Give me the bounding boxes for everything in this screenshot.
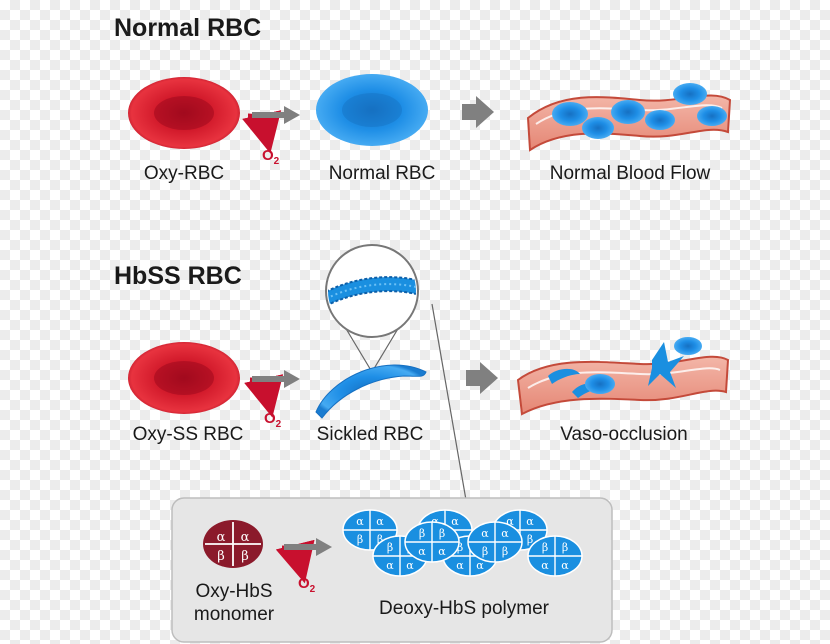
polymer-label: Deoxy-HbS polymer	[379, 598, 550, 619]
block-arrow-icon	[462, 96, 494, 128]
svg-text:β: β	[542, 541, 548, 554]
zoom-connector	[431, 303, 467, 501]
o2-subscript: 2	[276, 419, 282, 430]
monomer-label-line1: Oxy-HbS	[195, 581, 272, 602]
svg-text:β: β	[527, 533, 533, 546]
svg-text:α: α	[506, 515, 514, 528]
oxy-rbc-label: Oxy-RBC	[144, 163, 224, 184]
svg-text:α: α	[501, 527, 509, 540]
svg-text:α: α	[438, 545, 446, 558]
polymer-fiber-zoom	[325, 244, 419, 373]
normal-blood-flow-vessel	[526, 83, 732, 152]
svg-text:α: α	[241, 530, 250, 545]
svg-text:O2: O2	[262, 147, 280, 167]
svg-text:α: α	[476, 559, 484, 572]
svg-text:O2: O2	[264, 410, 282, 430]
svg-text:α: α	[526, 515, 534, 528]
block-arrow-icon	[466, 362, 498, 394]
svg-text:α: α	[561, 559, 569, 572]
svg-text:O2: O2	[298, 575, 316, 595]
svg-text:β: β	[482, 545, 488, 558]
o2-subscript: 2	[274, 156, 280, 167]
hbss-rbc-title: HbSS RBC	[114, 262, 242, 290]
o2-label: O	[262, 147, 274, 164]
sickled-rbc-cell	[315, 364, 427, 419]
svg-text:β: β	[439, 527, 445, 540]
svg-text:β: β	[357, 533, 363, 546]
svg-text:α: α	[481, 527, 489, 540]
oxy-ss-rbc-label: Oxy-SS RBC	[133, 424, 244, 445]
svg-text:α: α	[386, 559, 394, 572]
svg-text:β: β	[377, 533, 383, 546]
svg-text:α: α	[456, 559, 464, 572]
svg-text:β: β	[457, 541, 463, 554]
svg-text:β: β	[419, 527, 425, 540]
svg-text:β: β	[217, 549, 225, 564]
svg-text:α: α	[541, 559, 549, 572]
svg-text:α: α	[217, 530, 226, 545]
deoxy-hbs-polymer-icon: ααββββααααββββααααββββααββααααββ	[342, 509, 583, 577]
oxy-rbc-cell	[128, 77, 240, 149]
oxygen-release-icon: O2	[242, 110, 282, 167]
oxy-hbs-monomer-icon: α α β β	[203, 520, 263, 568]
normal-rbc-cell	[316, 74, 428, 146]
o2-label: O	[264, 410, 276, 427]
vaso-occlusion-vessel	[516, 337, 730, 416]
svg-text:α: α	[451, 515, 459, 528]
o2-subscript: 2	[310, 584, 316, 595]
sickled-rbc-label: Sickled RBC	[317, 424, 424, 445]
svg-text:β: β	[562, 541, 568, 554]
oxygen-release-icon: O2	[244, 374, 284, 430]
svg-text:β: β	[502, 545, 508, 558]
svg-text:α: α	[356, 515, 364, 528]
arrow-right-icon	[284, 538, 332, 556]
vaso-occlusion-label: Vaso-occlusion	[560, 424, 687, 445]
oxy-ss-rbc-cell	[128, 342, 240, 414]
svg-text:α: α	[376, 515, 384, 528]
svg-text:α: α	[418, 545, 426, 558]
monomer-label-line2: monomer	[194, 604, 275, 625]
svg-text:β: β	[387, 541, 393, 554]
arrow-right-icon	[252, 370, 300, 388]
svg-text:α: α	[406, 559, 414, 572]
svg-text:β: β	[241, 549, 249, 564]
normal-blood-flow-label: Normal Blood Flow	[550, 163, 711, 184]
o2-label: O	[298, 575, 310, 592]
arrow-right-icon	[252, 106, 300, 124]
normal-rbc-label: Normal RBC	[329, 163, 436, 184]
normal-rbc-title: Normal RBC	[114, 14, 261, 42]
